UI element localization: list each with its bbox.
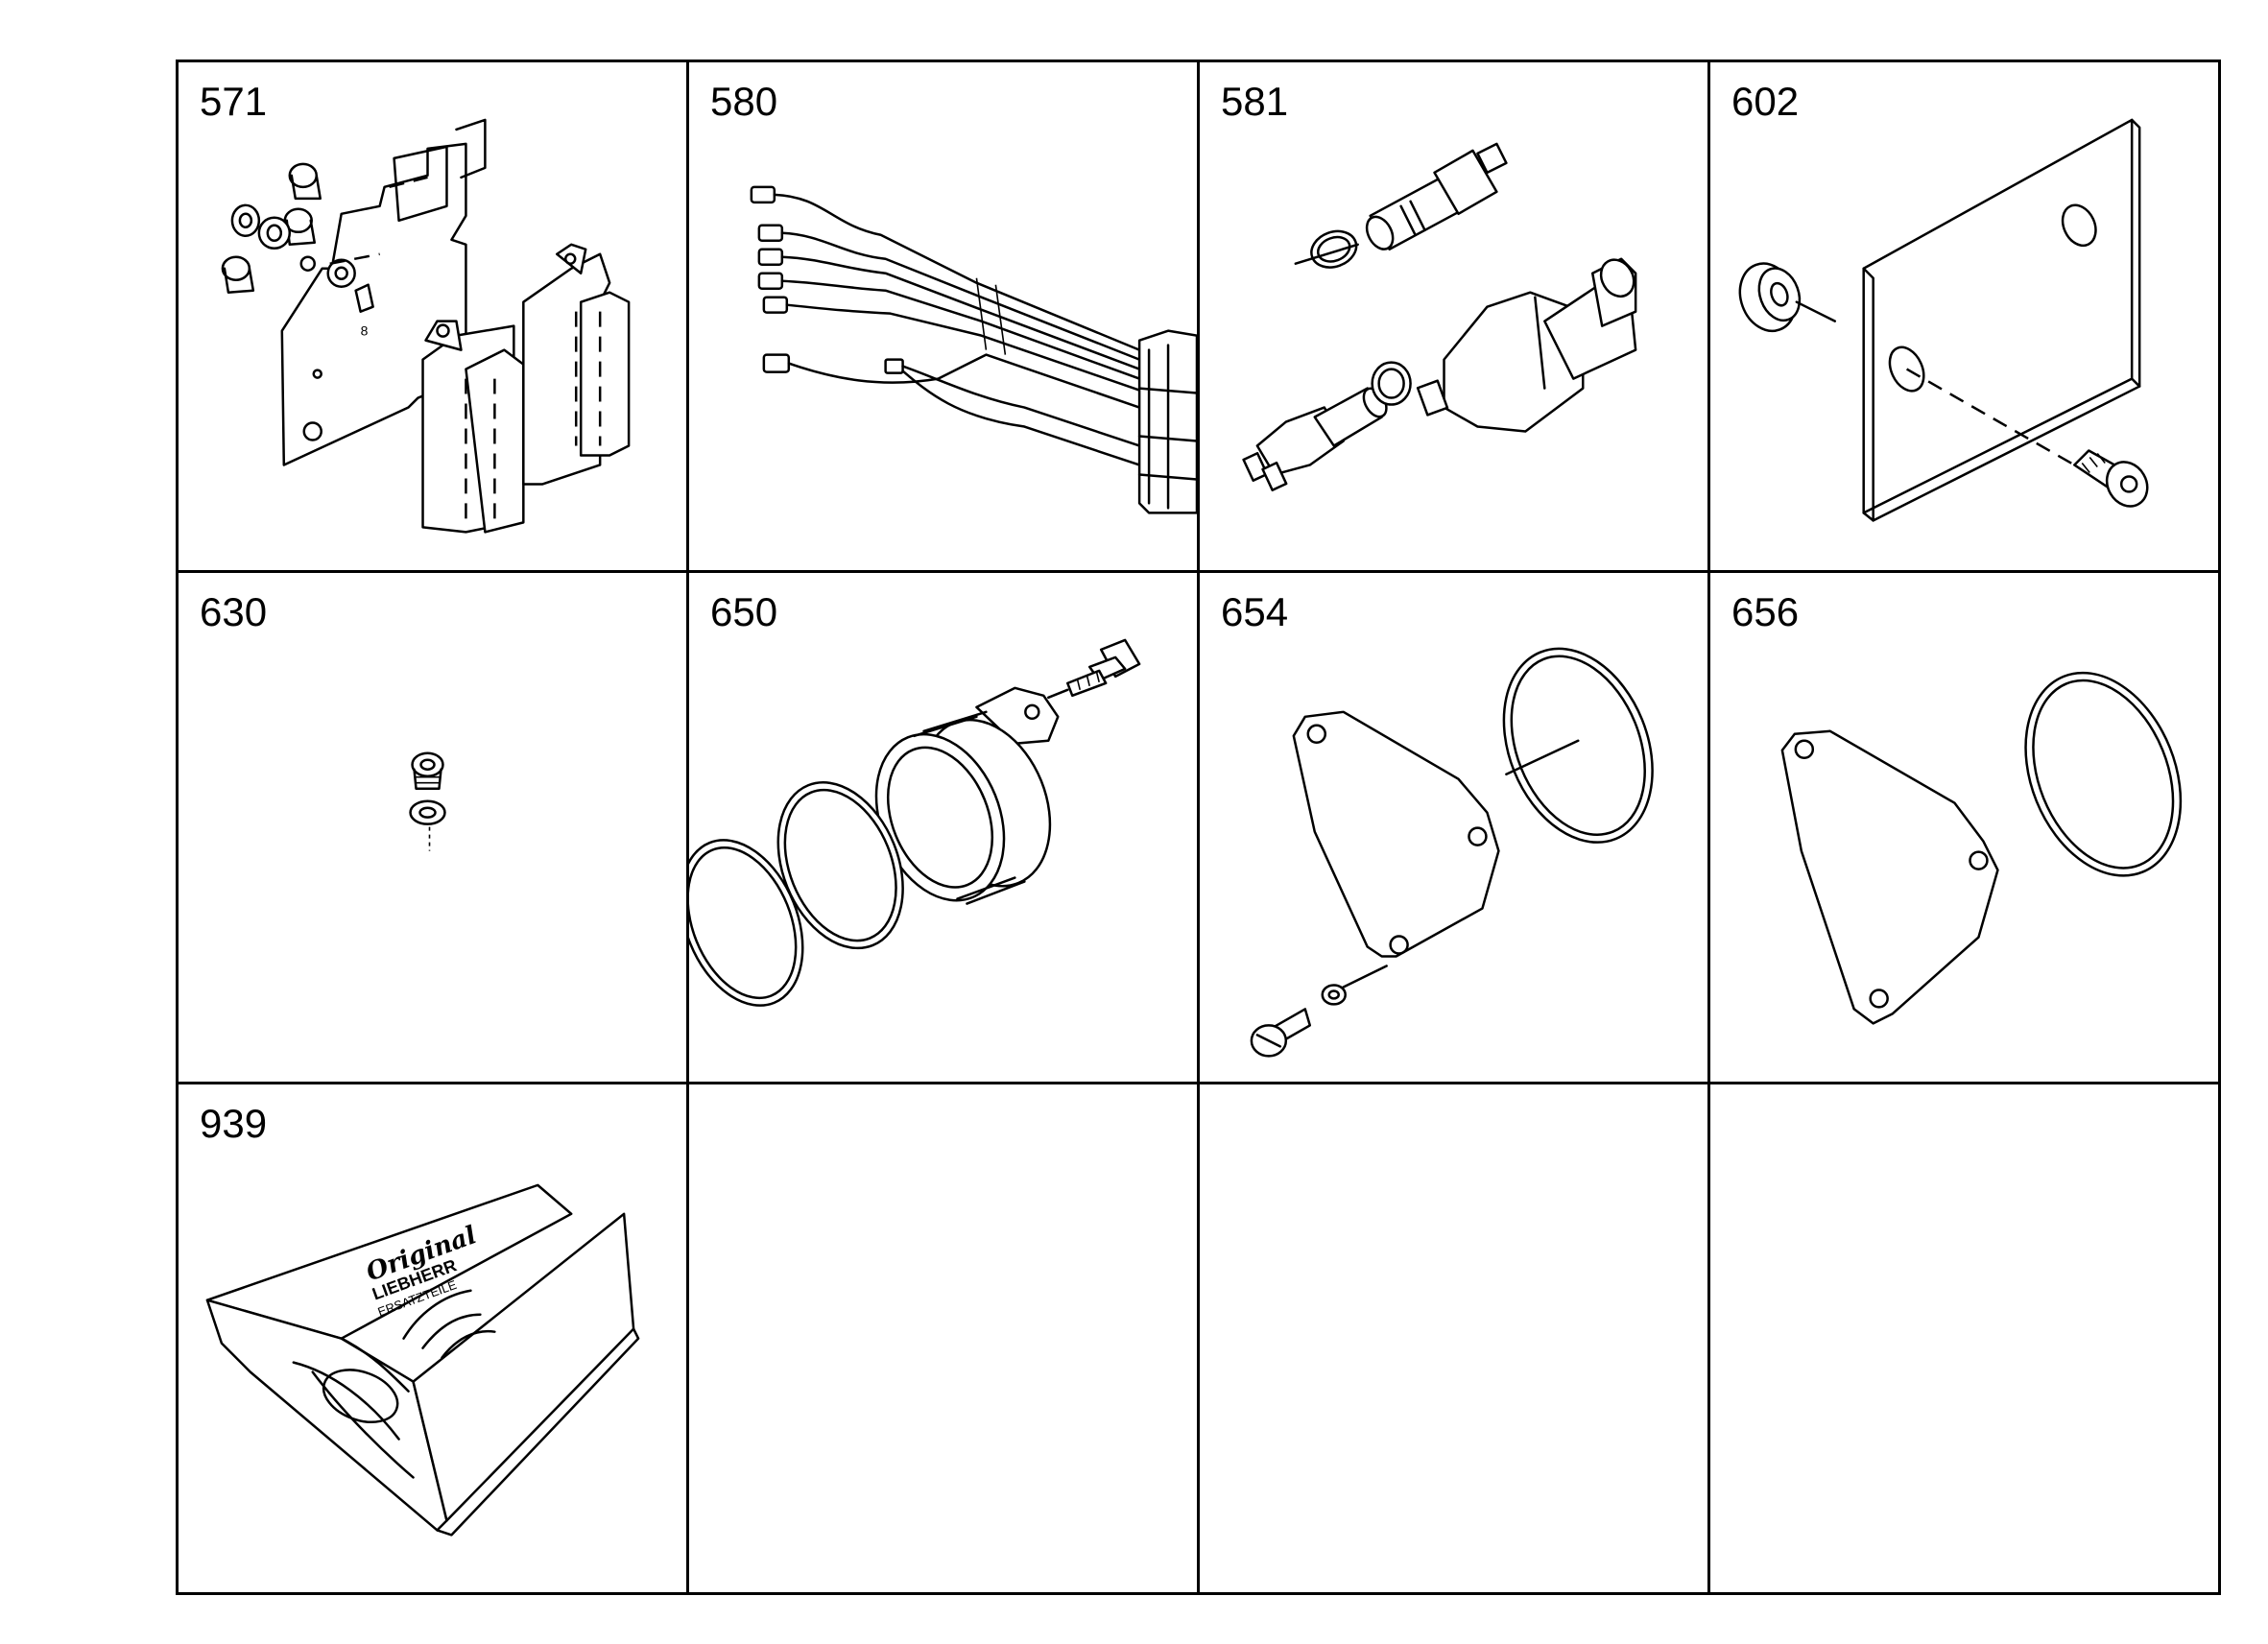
- part-cell-602[interactable]: 602: [1710, 62, 2221, 574]
- empty-cell: [1200, 1084, 1710, 1595]
- cover-with-gasket-and-bolt-icon: [1200, 573, 1707, 1081]
- parts-grid: 8: [176, 60, 2221, 1595]
- seal-kit-package-icon: Original LIEBHERR ERSATZTEILE: [179, 1084, 686, 1592]
- part-cell-580[interactable]: 580: [689, 62, 1200, 574]
- flange-with-o-rings-icon: [689, 573, 1197, 1081]
- pressure-and-temperature-sensors-icon: [1200, 62, 1707, 570]
- part-number: 654: [1221, 589, 1289, 635]
- part-number: 602: [1731, 79, 1800, 124]
- wiring-harness-icon: [689, 62, 1197, 570]
- screw-plug-with-seal-ring-icon: [179, 573, 686, 1081]
- electronic-control-unit-bracket-assembly-icon: 8: [179, 62, 686, 570]
- part-cell-571[interactable]: 8: [179, 62, 689, 574]
- part-number: 656: [1731, 589, 1800, 635]
- part-cell-630[interactable]: 630: [179, 573, 689, 1084]
- part-number: 580: [710, 79, 778, 124]
- part-number: 581: [1221, 79, 1289, 124]
- screw-marker-label: 8: [361, 323, 369, 339]
- part-number: 650: [710, 589, 778, 635]
- part-cell-656[interactable]: 656: [1710, 573, 2221, 1084]
- part-cell-650[interactable]: 650: [689, 573, 1200, 1084]
- empty-cell: [689, 1084, 1200, 1595]
- part-cell-939[interactable]: Original LIEBHERR ERSATZTEILE 939: [179, 1084, 689, 1595]
- gasket-and-seal-ring-icon: [1710, 573, 2218, 1081]
- part-number: 630: [200, 589, 268, 635]
- part-cell-581[interactable]: 581: [1200, 62, 1710, 574]
- parts-sheet: 8: [176, 60, 2221, 1595]
- cover-plate-with-screw-icon: [1710, 62, 2218, 570]
- part-number: 571: [200, 79, 268, 124]
- part-cell-654[interactable]: 654: [1200, 573, 1710, 1084]
- empty-cell: [1710, 1084, 2221, 1595]
- part-number: 939: [200, 1100, 268, 1146]
